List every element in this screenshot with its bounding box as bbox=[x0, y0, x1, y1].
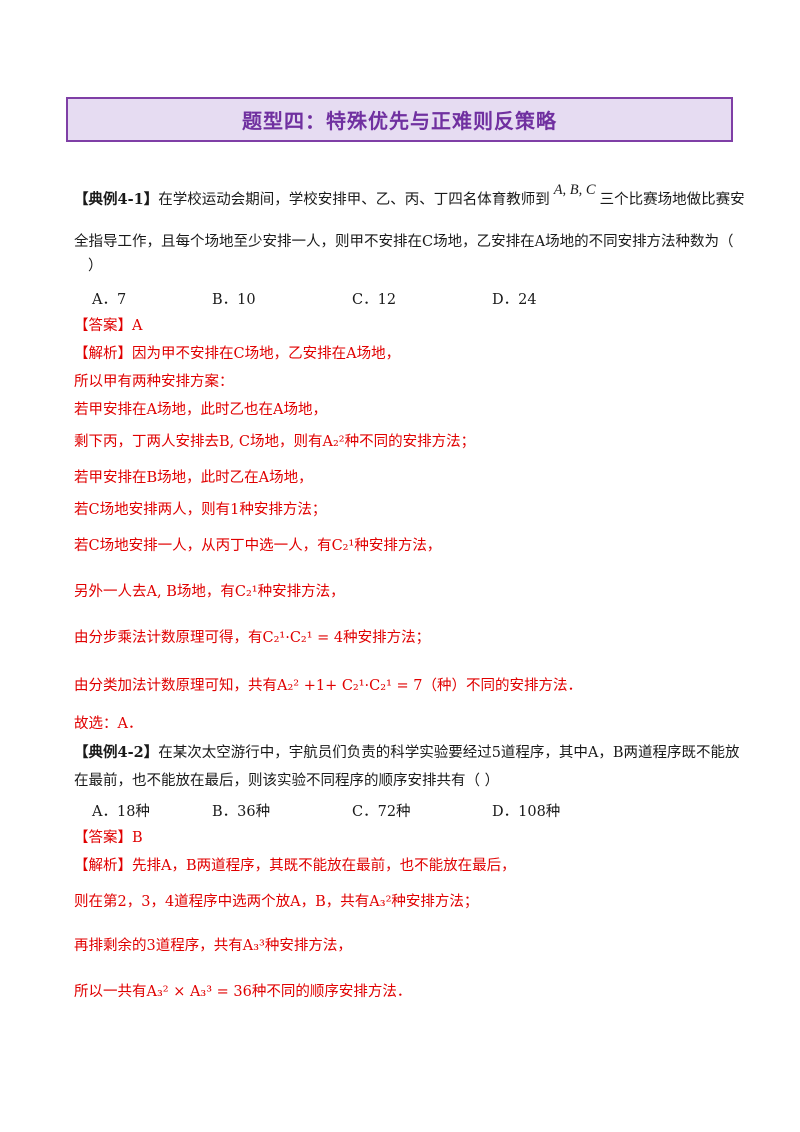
ex1-analysis-line9: 由分步乘法计数原理可得，有C₂¹·C₂¹ = 4种安排方法； bbox=[74, 630, 431, 646]
ex2-question-line1: 【典例4-2】在某次太空游行中，宇航员们负责的科学实验要经过5道程序，其中A，B… bbox=[74, 743, 740, 763]
ex2-answer: 【答案】B bbox=[74, 830, 143, 846]
ex1-analysis-line7: 若C场地安排一人，从丙丁中选一人，有C₂¹种安排方法， bbox=[74, 538, 442, 554]
ex2-analysis-line4: 所以一共有A₃² × A₃³ = 36种不同的顺序安排方法． bbox=[74, 984, 412, 1000]
ex1-analysis-line4: 剩下丙，丁两人安排去B, C场地，则有A₂²种不同的安排方法； bbox=[74, 434, 476, 450]
ex1-analysis-text: 因为甲不安排在C场地，乙安排在A场地， bbox=[132, 346, 401, 362]
ex2-option-d: D．108种 bbox=[492, 804, 561, 820]
ex1-answer: 【答案】A bbox=[74, 318, 143, 334]
ex2-option-a: A．18种 bbox=[92, 804, 150, 820]
ex2-analysis-line3: 再排剩余的3道程序，共有A₃³种安排方法， bbox=[74, 938, 352, 954]
ex1-option-a: A．7 bbox=[92, 292, 127, 308]
ex1-question-line3: ） bbox=[88, 258, 103, 274]
ex1-analysis-line6: 若C场地安排两人，则有1种安排方法； bbox=[74, 502, 327, 518]
ex1-analysis-line10: 由分类加法计数原理可知，共有A₂² +1+ C₂¹·C₂¹ = 7（种）不同的安… bbox=[74, 678, 582, 694]
ex1-tag: 【典例4-1】 bbox=[74, 191, 159, 208]
section-title-box: 题型四：特殊优先与正难则反策略 bbox=[66, 97, 733, 142]
ex1-question-line2: 全指导工作，且每个场地至少安排一人，则甲不安排在C场地，乙安排在A场地的不同安排… bbox=[74, 234, 734, 250]
section-title: 题型四：特殊优先与正难则反策略 bbox=[242, 109, 557, 133]
ex2-option-c: C．72种 bbox=[352, 804, 411, 820]
ex1-question-line1: 【典例4-1】在学校运动会期间，学校安排甲、乙、丙、丁四名体育教师到A, B, … bbox=[74, 182, 745, 210]
ex1-analysis-tag: 【解析】 bbox=[74, 346, 132, 362]
ex1-q-text-b: 三个比赛场地做比赛安 bbox=[599, 192, 745, 208]
ex1-analysis-line3: 若甲安排在A场地，此时乙也在A场地， bbox=[74, 402, 327, 418]
ex2-question-line2: 在最前，也不能放在最后，则该实验不同程序的顺序安排共有（ ） bbox=[74, 773, 500, 789]
ex1-analysis-line1: 【解析】因为甲不安排在C场地，乙安排在A场地， bbox=[74, 344, 400, 364]
ex1-option-b: B．10 bbox=[212, 292, 256, 308]
ex1-analysis-line5: 若甲安排在B场地，此时乙在A场地， bbox=[74, 470, 313, 486]
ex1-analysis-line2: 所以甲有两种安排方案： bbox=[74, 374, 234, 390]
ex2-analysis-text: 先排A，B两道程序，其既不能放在最前，也不能放在最后， bbox=[132, 858, 516, 874]
ex1-analysis-line8: 另外一人去A, B场地，有C₂¹种安排方法， bbox=[74, 584, 345, 600]
ex1-analysis-line11: 故选：A． bbox=[74, 716, 143, 732]
ex2-q-text: 在某次太空游行中，宇航员们负责的科学实验要经过5道程序，其中A，B两道程序既不能… bbox=[158, 745, 740, 761]
ex2-analysis-tag: 【解析】 bbox=[74, 858, 132, 874]
ex1-option-c: C．12 bbox=[352, 292, 397, 308]
ex2-analysis-line1: 【解析】先排A，B两道程序，其既不能放在最前，也不能放在最后， bbox=[74, 856, 516, 876]
ex2-option-b: B．36种 bbox=[212, 804, 271, 820]
ex1-q-math: A, B, C bbox=[553, 182, 596, 198]
ex1-q-text-a: 在学校运动会期间，学校安排甲、乙、丙、丁四名体育教师到 bbox=[158, 192, 550, 208]
ex1-option-d: D．24 bbox=[492, 292, 537, 308]
ex2-analysis-line2: 则在第2，3，4道程序中选两个放A，B，共有A₃²种安排方法； bbox=[74, 894, 479, 910]
ex2-tag: 【典例4-2】 bbox=[74, 744, 159, 761]
